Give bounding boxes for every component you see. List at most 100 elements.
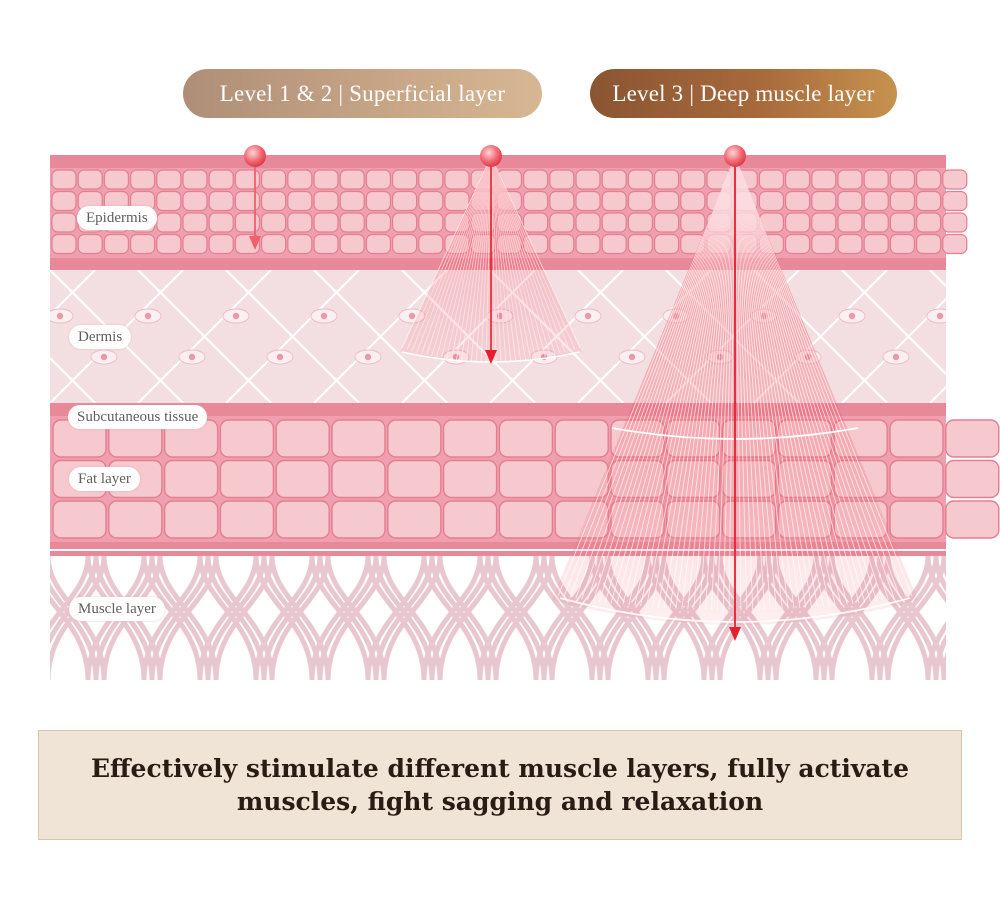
beam-ray (663, 156, 736, 608)
epidermis-cell (915, 233, 942, 255)
fat-cell (331, 500, 386, 539)
epidermis-cell (51, 190, 77, 212)
beam-ray (734, 156, 754, 610)
epidermis-cell (103, 169, 130, 190)
muscle-fiber (421, 556, 483, 680)
subcutaneous-label: Subcutaneous tissue (68, 405, 208, 429)
muscle-fiber (877, 556, 939, 680)
muscle-fiber (925, 556, 946, 604)
fat-cell (163, 459, 219, 499)
epidermis-cell (444, 190, 470, 212)
epidermis-cell (811, 233, 837, 255)
light-source-icon (244, 145, 266, 167)
beam-ray (722, 156, 736, 610)
epidermis-cell (261, 169, 287, 190)
muscle-fiber (373, 556, 435, 680)
dermis-cell-nucleus (320, 312, 328, 320)
epidermis-cell (863, 190, 889, 212)
beam-ray (616, 156, 736, 604)
epidermis-cell (680, 169, 706, 190)
beam-ray (734, 156, 765, 610)
epidermis-cell (234, 190, 260, 212)
beam-ray (592, 156, 736, 602)
dermis-label: Dermis (69, 325, 132, 349)
epidermis-cell (392, 169, 418, 190)
fat-cell (442, 419, 498, 458)
epidermis-cell (339, 212, 365, 233)
beam-ray (604, 156, 736, 603)
muscle-fiber (261, 556, 323, 680)
epidermis-cell (418, 169, 444, 190)
epidermis-cell (837, 212, 863, 233)
epidermis-cell (863, 169, 889, 190)
epidermis-label: Epidermis (77, 206, 157, 230)
fat-cell (52, 500, 107, 539)
beam-level-3 (552, 156, 918, 641)
epidermis-cell (77, 169, 103, 190)
dermis-cell-nucleus (232, 312, 240, 320)
epidermis-cell (811, 212, 837, 233)
epidermis-cell (889, 212, 916, 233)
beam-ray (734, 156, 860, 604)
muscle-fiber (869, 556, 931, 680)
epidermis-cell (575, 212, 601, 233)
muscle-fiber (885, 556, 946, 680)
muscle-fiber (317, 556, 379, 680)
muscle-fiber (941, 651, 946, 680)
dermis-cell-nucleus (188, 353, 196, 361)
epidermis-cell (784, 169, 811, 190)
dermis-cell-nucleus (144, 312, 152, 320)
fat-cell (945, 419, 1000, 458)
epidermis-cell (444, 169, 470, 190)
epidermis-cell (182, 212, 208, 233)
epidermis-cell (182, 233, 208, 255)
epidermis-cell (627, 169, 654, 190)
dermis-cell-nucleus (892, 353, 900, 361)
muscle-fiber (325, 556, 387, 680)
fat-cell (442, 500, 498, 539)
epidermis-cell (51, 233, 77, 255)
beam-ray (628, 156, 736, 606)
epidermis-cell (942, 169, 968, 190)
epidermis-cell (156, 169, 182, 190)
beam-ray (734, 156, 789, 609)
epidermis-cell (863, 233, 889, 255)
beam-ray (734, 156, 895, 599)
epidermis-cell (261, 212, 287, 233)
muscle-fiber (493, 556, 555, 680)
epidermis-cell (365, 169, 391, 190)
epidermis-cell (942, 212, 968, 233)
fat-cell (387, 500, 442, 539)
epidermis-cell (418, 190, 444, 212)
muscle-fiber (149, 556, 211, 680)
beam-ray (634, 156, 736, 606)
fat-cell (331, 419, 386, 458)
dermis-cell-nucleus (628, 353, 636, 361)
muscle-fiber (269, 556, 331, 680)
fat-cell (554, 419, 609, 458)
beam-ray (734, 156, 819, 608)
epidermis-cell (575, 233, 601, 255)
epidermis-cell (261, 233, 287, 255)
fat-layer-label: Fat layer (69, 467, 140, 491)
epidermis-cell (627, 233, 654, 255)
beam-ray (734, 156, 907, 598)
muscle-fiber (941, 556, 946, 578)
epidermis-cell (261, 190, 287, 212)
epidermis-cell (915, 169, 942, 190)
epidermis-cell (522, 169, 549, 190)
beam-ray (728, 156, 736, 610)
beam-ray (734, 156, 872, 602)
epidermis-cell (234, 169, 260, 190)
epidermis-cell (601, 212, 627, 233)
beam-ray (734, 156, 813, 608)
beam-ray (587, 156, 736, 601)
epidermis-cell (392, 190, 418, 212)
epidermis-cell (863, 212, 889, 233)
dermis-cell-nucleus (408, 312, 416, 320)
beam-ray (705, 156, 736, 610)
muscle-fiber (157, 556, 219, 680)
fat-cell (163, 500, 219, 539)
dermis-cell-nucleus (56, 312, 64, 320)
fat-cell (275, 459, 330, 499)
